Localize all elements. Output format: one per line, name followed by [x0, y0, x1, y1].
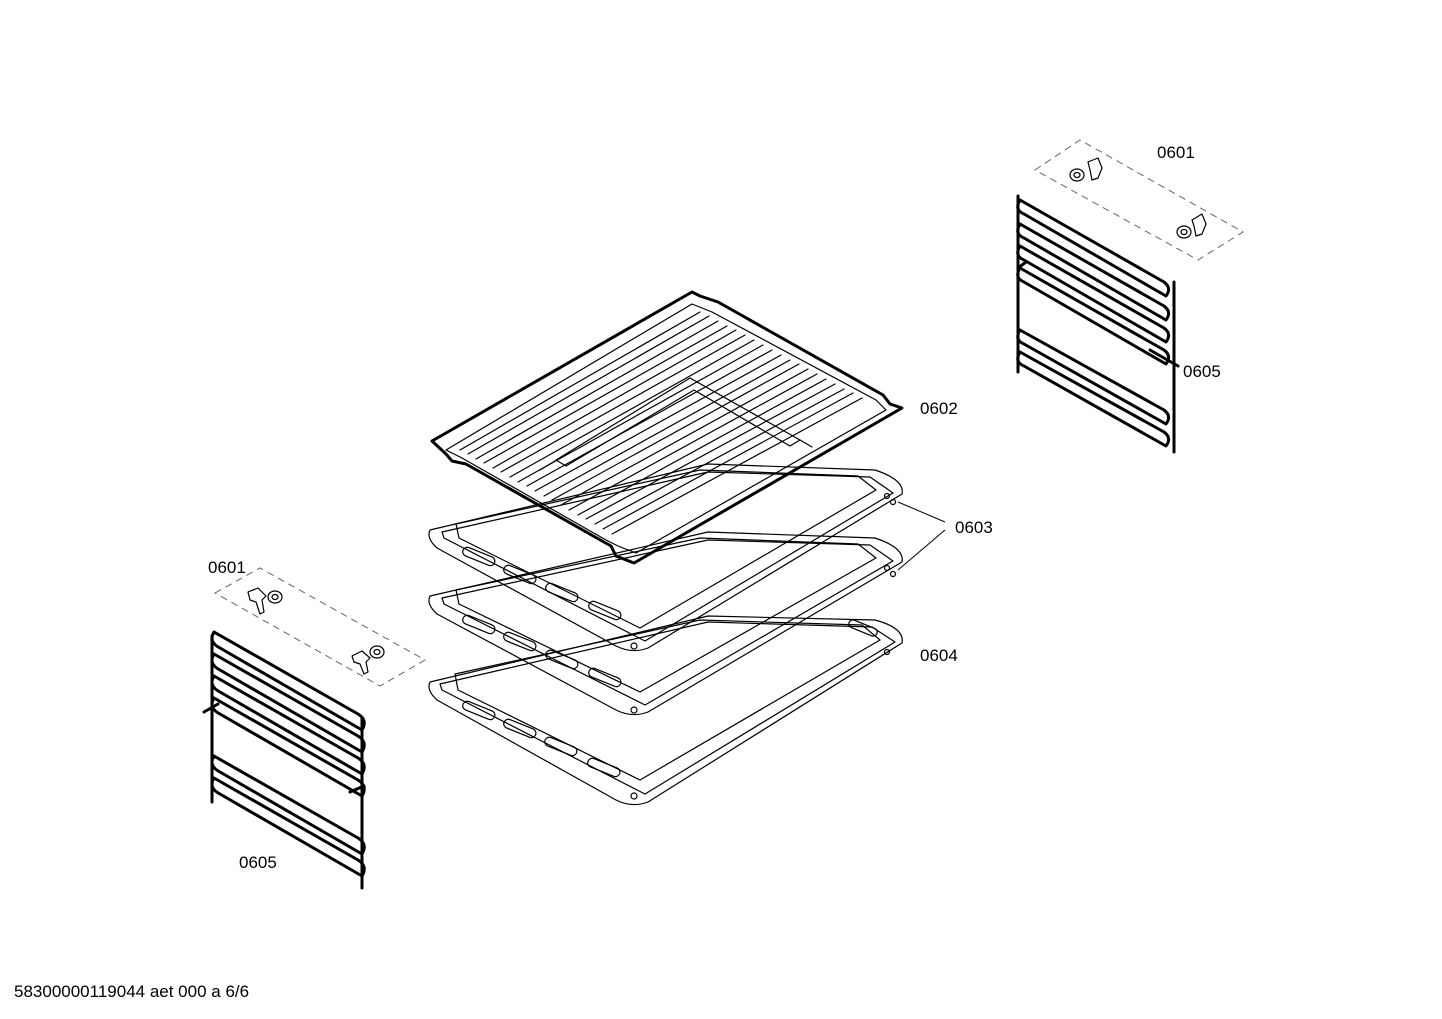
clip-right-a [1069, 157, 1103, 182]
wire-shelf-0602 [430, 290, 904, 565]
label-baking-trays: 0603 [955, 518, 993, 537]
label-rails-right: 0605 [1183, 362, 1221, 381]
side-rails-right-0605 [1016, 194, 1180, 454]
label-deep-tray: 0604 [920, 646, 958, 665]
label-rails-left: 0605 [239, 853, 277, 872]
clips-right-0601 [1034, 139, 1244, 261]
baking-tray-upper-0603 [428, 463, 903, 652]
side-rails-left-0605 [202, 630, 366, 890]
leader-lines [897, 501, 946, 571]
label-clips-right: 0601 [1157, 143, 1195, 162]
deep-tray-0604 [428, 615, 903, 806]
clip-left-a [247, 587, 283, 615]
document-footer: 58300000119044 aet 000 a 6/6 [14, 982, 249, 1001]
label-wire-shelf: 0602 [920, 399, 958, 418]
baking-tray-lower-0603 [428, 531, 903, 716]
clip-right-b [1176, 213, 1207, 239]
clips-left-0601 [213, 567, 427, 687]
clip-left-b [351, 645, 385, 675]
label-clips-left: 0601 [208, 558, 246, 577]
